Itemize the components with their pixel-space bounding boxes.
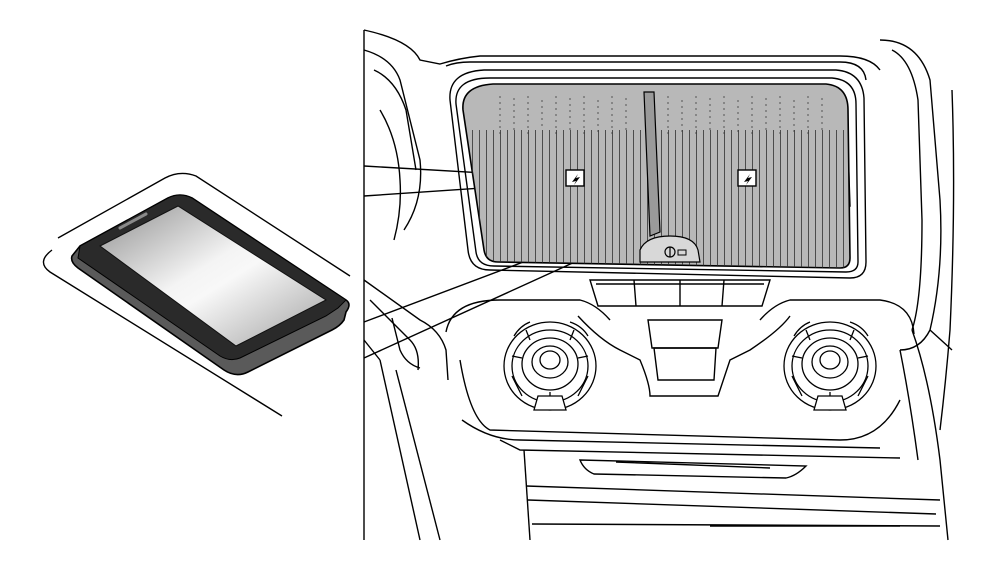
center-console bbox=[363, 29, 955, 541]
pad-center-ridge bbox=[643, 91, 661, 237]
phone-screen bbox=[99, 205, 328, 347]
phone-speaker bbox=[118, 212, 148, 230]
charging-pad-housing bbox=[449, 69, 867, 279]
button-strip bbox=[589, 279, 771, 307]
center-display-slot bbox=[577, 315, 791, 397]
air-vent-right bbox=[783, 321, 877, 411]
wireless-charging-icon bbox=[565, 169, 585, 187]
wireless-charging-icon bbox=[737, 169, 757, 187]
smartphone-illustration bbox=[42, 172, 351, 417]
dashboard-body bbox=[445, 299, 941, 541]
wireless-charging-pad bbox=[462, 83, 851, 269]
phone-outline bbox=[42, 172, 351, 417]
air-vent-left bbox=[503, 321, 597, 411]
